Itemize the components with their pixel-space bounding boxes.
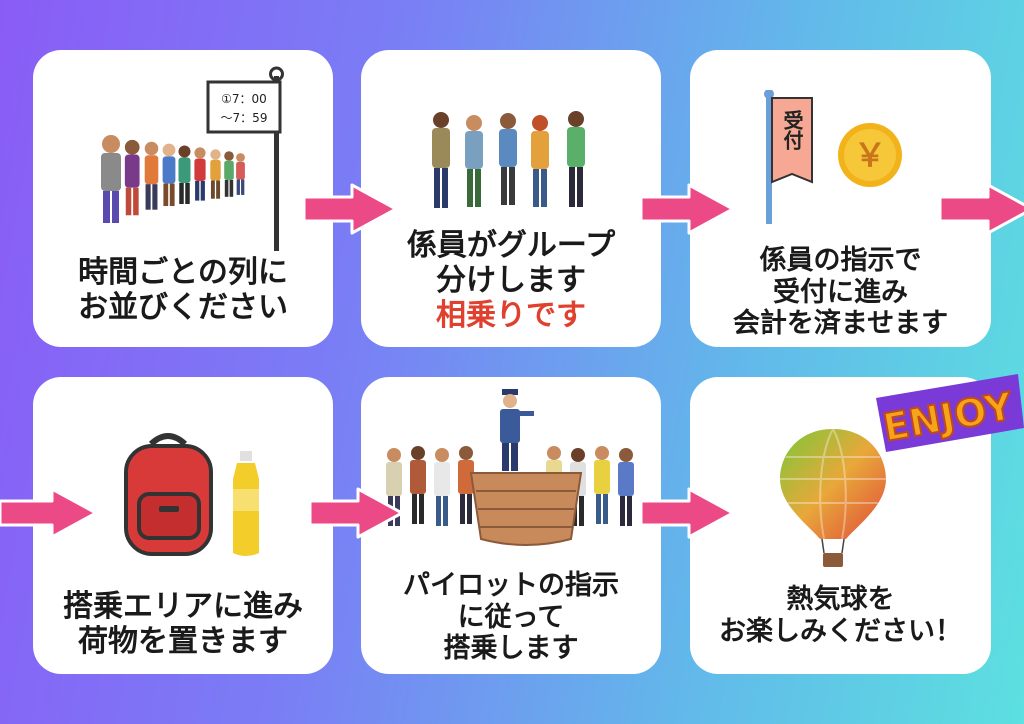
backpack-icon xyxy=(124,433,213,556)
step2-line2: 分けします xyxy=(436,263,586,299)
sign-line1: ①7：00 xyxy=(221,92,267,106)
arrow-right-icon xyxy=(308,487,404,539)
sign-line2: 〜7：59 xyxy=(221,111,268,125)
drink-bottle-icon xyxy=(233,451,259,556)
arrow-right-icon xyxy=(302,183,398,235)
step-card-luggage: 搭乗エリアに進み 荷物を置きます xyxy=(33,377,333,674)
enjoy-badge: ENJOY xyxy=(876,374,1024,452)
step4-line2: 荷物を置きます xyxy=(78,624,288,660)
step-card-grouping: 係員がグループ 分けします 相乗りです xyxy=(361,50,661,347)
step2-highlight: 相乗りです xyxy=(436,298,586,334)
step1-line2: お並びください xyxy=(78,290,288,326)
people-queue-icon: ①7：00 〜7：59 xyxy=(101,66,284,251)
step5-line1: パイロットの指示 xyxy=(403,570,619,601)
coin-symbol: ￥ xyxy=(854,136,886,174)
staff-grouping-icon xyxy=(432,111,585,208)
reception-banner-icon: 受付 xyxy=(764,90,813,224)
step5-line2: に従って xyxy=(457,601,565,633)
arrow-right-icon xyxy=(639,487,735,539)
step2-line1: 係員がグループ xyxy=(406,228,616,263)
step3-line1: 係員の指示で xyxy=(759,245,922,276)
arrow-right-icon xyxy=(0,487,98,539)
step1-line1: 時間ごとの列に xyxy=(78,255,288,290)
step-card-queue: ①7：00 〜7：59 時間ごとの列に お並びください xyxy=(33,50,333,347)
step6-line1: 熱気球を xyxy=(786,584,895,615)
step3-line2: 受付に進み xyxy=(773,276,908,308)
step5-line3: 搭乗します xyxy=(443,633,579,665)
arrow-right-icon xyxy=(938,183,1024,235)
yen-coin-icon: ￥ xyxy=(838,123,902,187)
step-card-boarding: パイロットの指示 に従って 搭乗します xyxy=(361,377,661,674)
banner-text: 受付 xyxy=(780,109,804,150)
step6-line2: お楽しみください！ xyxy=(719,615,962,647)
pilot-and-basket-icon xyxy=(386,389,634,546)
arrow-right-icon xyxy=(639,183,735,235)
hot-air-balloon-icon xyxy=(780,428,886,567)
step4-line1: 搭乗エリアに進み xyxy=(63,589,303,624)
step3-line3: 会計を済ませます xyxy=(732,308,949,340)
